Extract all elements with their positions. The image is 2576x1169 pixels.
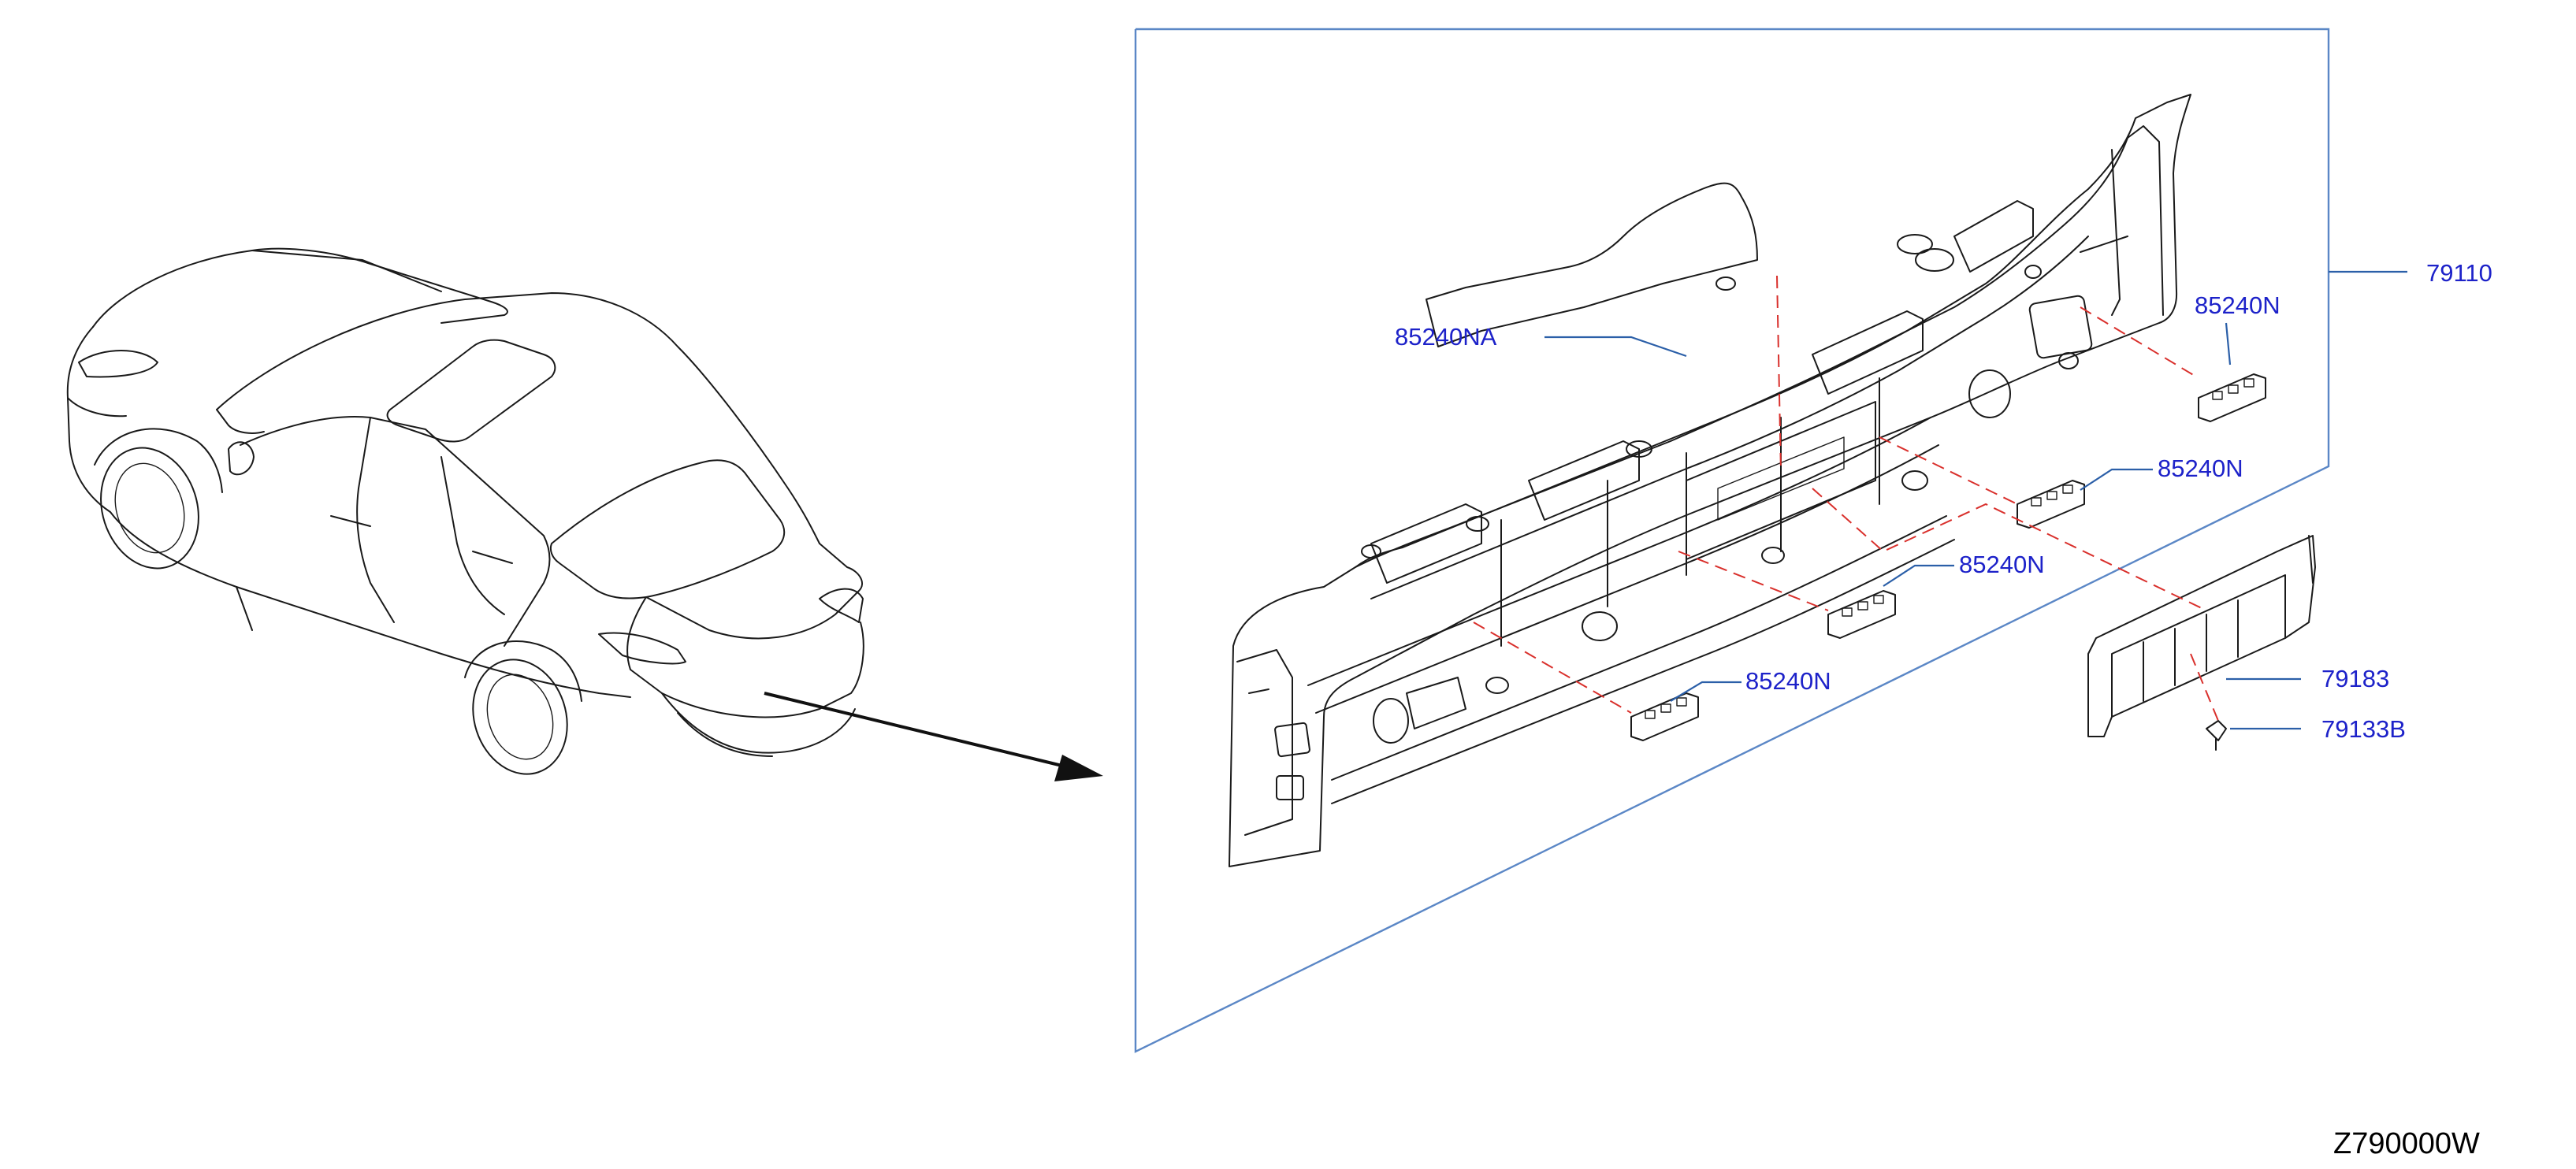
callout-labels: 79110 85240NA 85240N 85240N 85240N 85240… xyxy=(1395,259,2492,743)
vehicle-overview-illustration xyxy=(66,247,864,775)
leader-lines xyxy=(1544,270,2407,730)
callout-79133B: 79133B xyxy=(2321,715,2406,743)
callout-85240N-top-right: 85240N xyxy=(2195,291,2280,319)
location-arrow xyxy=(764,692,1103,781)
callout-85240N-middle-left: 85240N xyxy=(1959,551,2045,578)
rear-panel-79110-illustration xyxy=(1229,94,2191,867)
insulator-85240NA-illustration xyxy=(1426,182,1758,347)
callout-85240NA: 85240NA xyxy=(1395,323,1497,351)
callout-85240N-bottom-left: 85240N xyxy=(1745,667,1831,695)
clip-85240N-top-right xyxy=(2198,373,2266,422)
clip-85240N-bottom-left xyxy=(1630,692,1699,741)
clip-85240N-middle-right xyxy=(2017,480,2085,529)
trim-79183-illustration xyxy=(2087,535,2316,737)
callout-79110: 79110 xyxy=(2426,259,2492,287)
callout-85240N-middle-right: 85240N xyxy=(2158,455,2243,482)
clip-85240N-middle-left xyxy=(1827,590,1896,639)
alignment-dash-lines xyxy=(1473,275,2219,722)
detail-frame xyxy=(1134,28,2330,1053)
callout-79183: 79183 xyxy=(2321,665,2389,692)
drawing-code: Z790000W xyxy=(2333,1127,2480,1160)
clip-79133B-illustration xyxy=(2206,720,2227,751)
clip-85240N-illustrations xyxy=(1630,373,2266,741)
